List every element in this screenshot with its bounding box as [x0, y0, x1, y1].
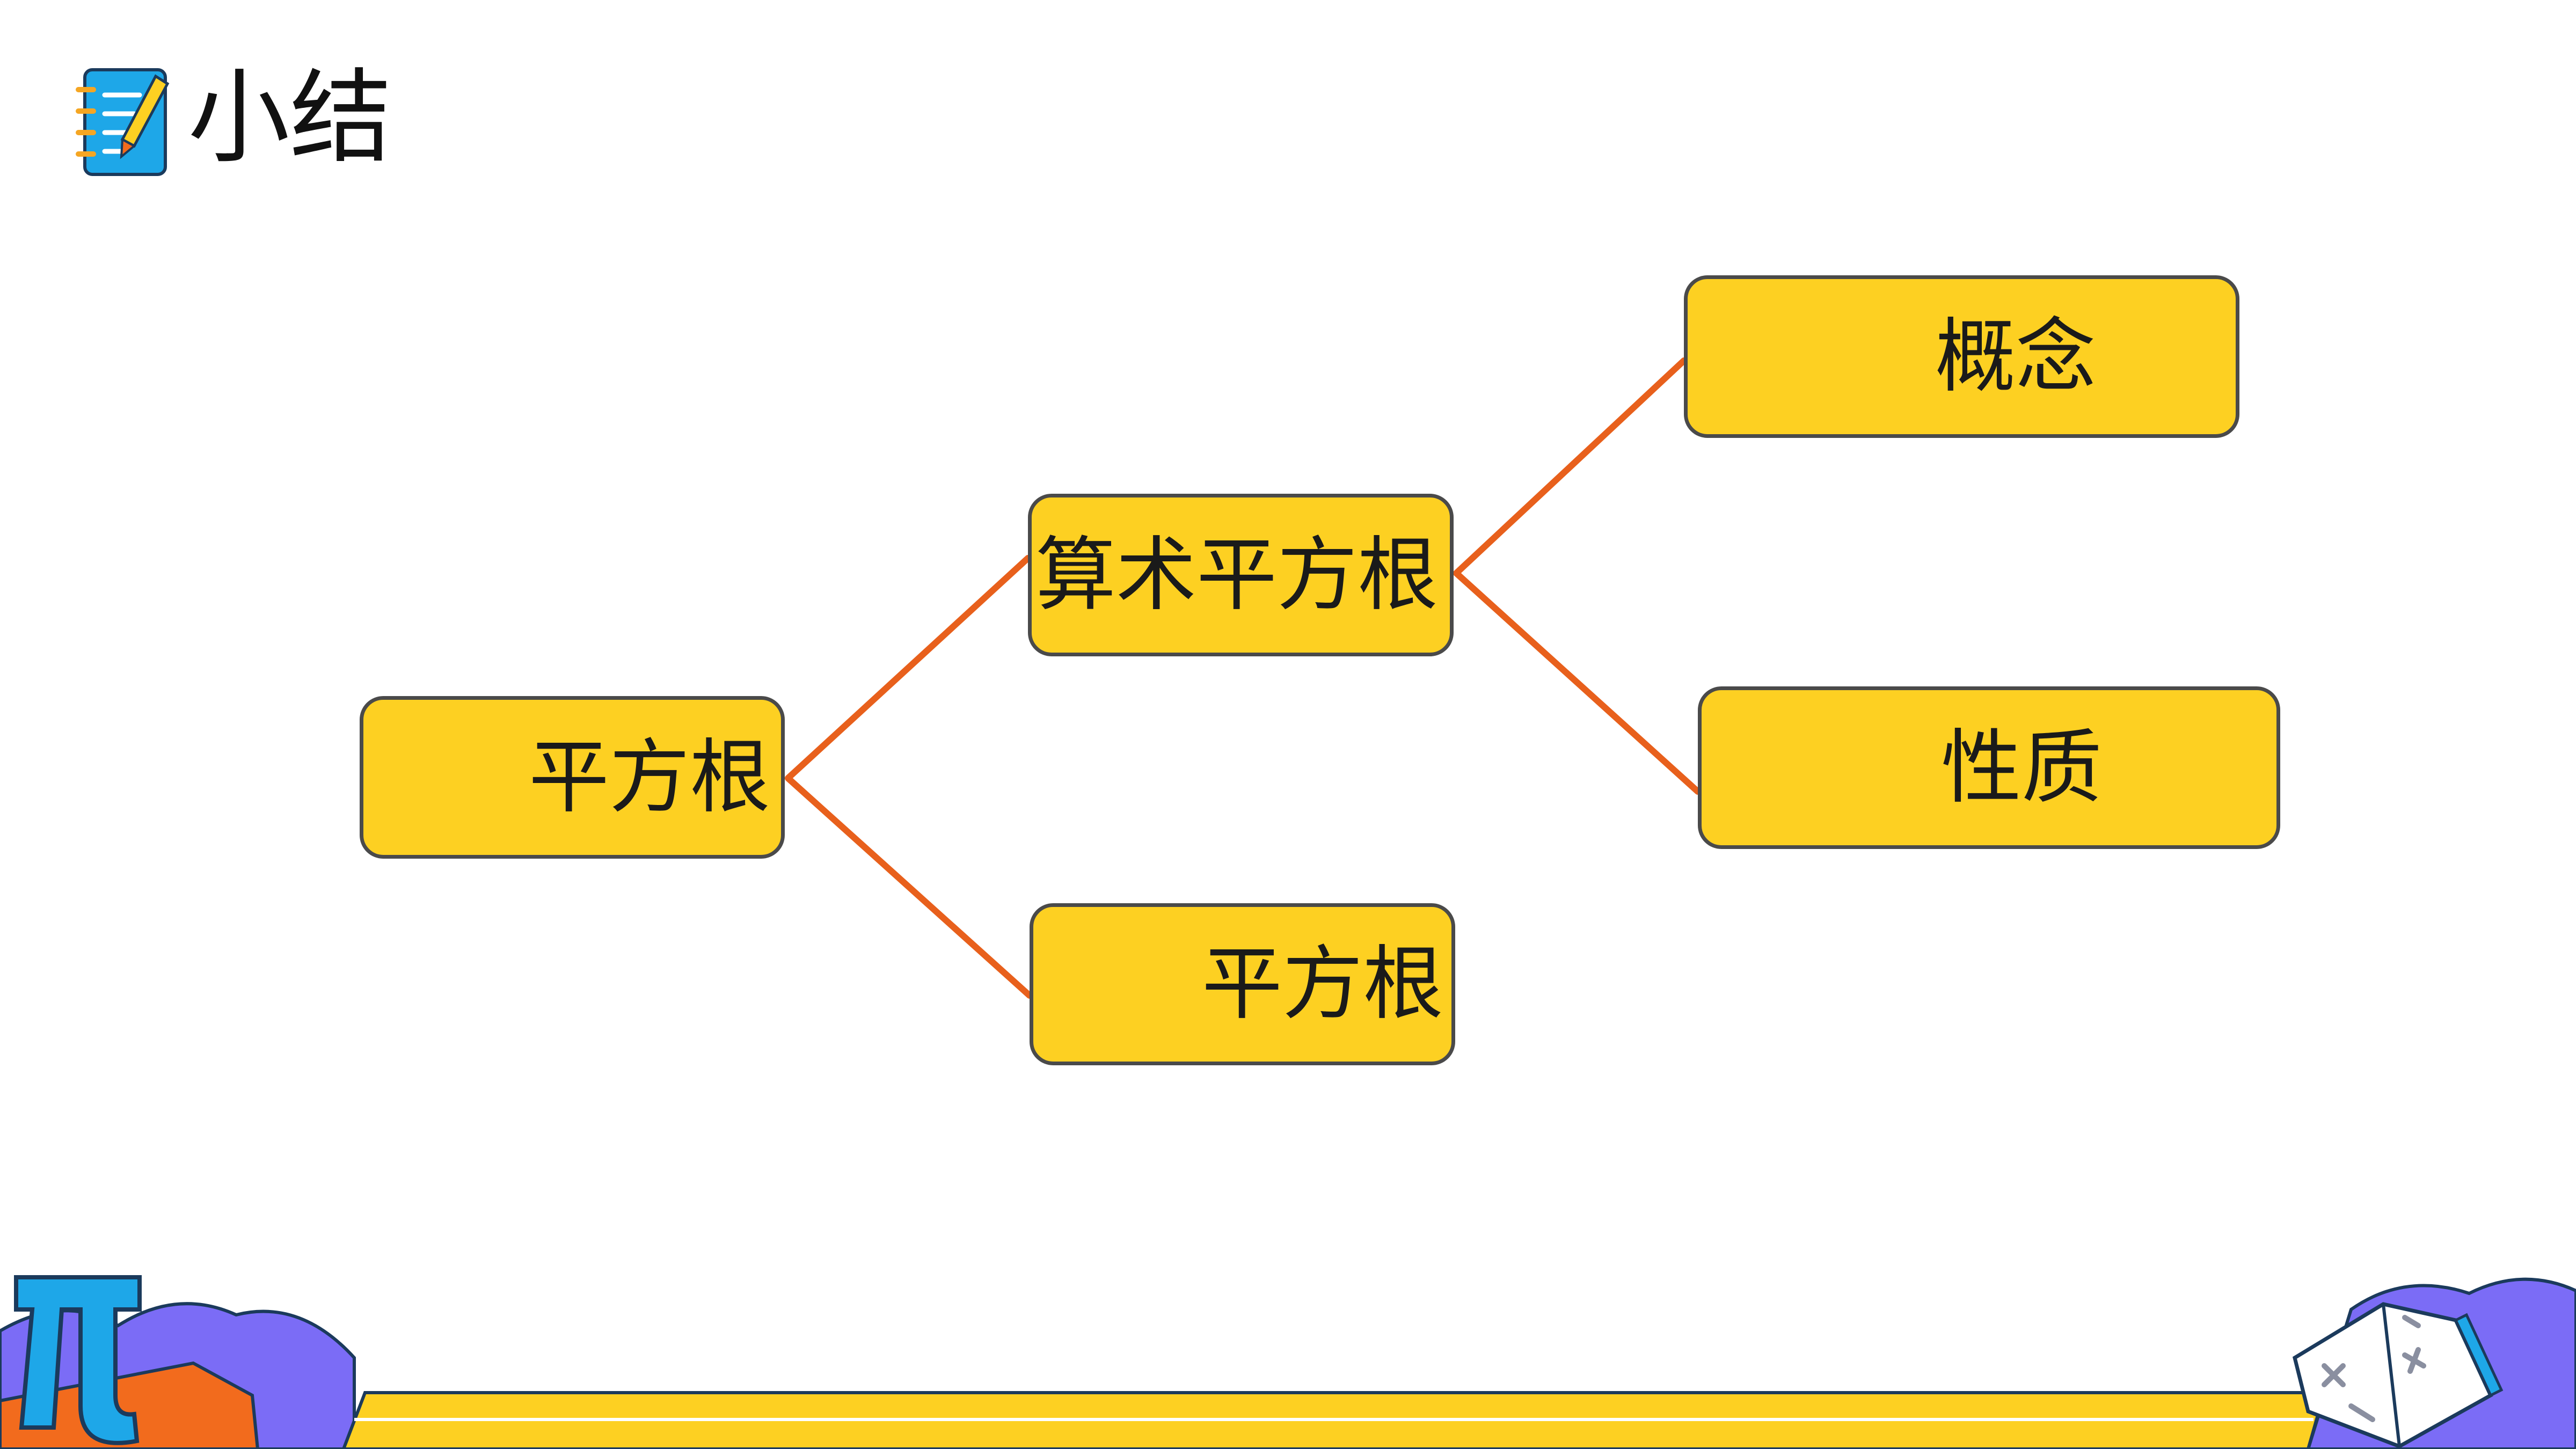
footer-decoration — [0, 1275, 2576, 1449]
node-concept: 概念 — [1684, 275, 2239, 438]
node-label: 算术平方根 — [1035, 528, 1438, 622]
node-label: 性质 — [1940, 721, 2102, 815]
node-label: 平方根 — [1201, 938, 1443, 1031]
pi-symbol-icon — [14, 1275, 142, 1445]
node-square-root-branch: 平方根 — [1030, 903, 1455, 1065]
connector-root-arith — [785, 555, 1033, 999]
node-arithmetic-square-root: 算术平方根 — [1028, 494, 1454, 656]
node-label: 平方根 — [528, 730, 770, 824]
node-label: 概念 — [1935, 310, 2096, 404]
notebook-pencil-icon — [76, 68, 170, 176]
connector-arith-branches — [1453, 357, 1701, 795]
node-square-root-main: 平方根 — [360, 696, 785, 859]
node-property: 性质 — [1698, 686, 2280, 849]
open-book-icon — [2292, 1302, 2504, 1448]
page-title: 小结 — [188, 58, 392, 177]
